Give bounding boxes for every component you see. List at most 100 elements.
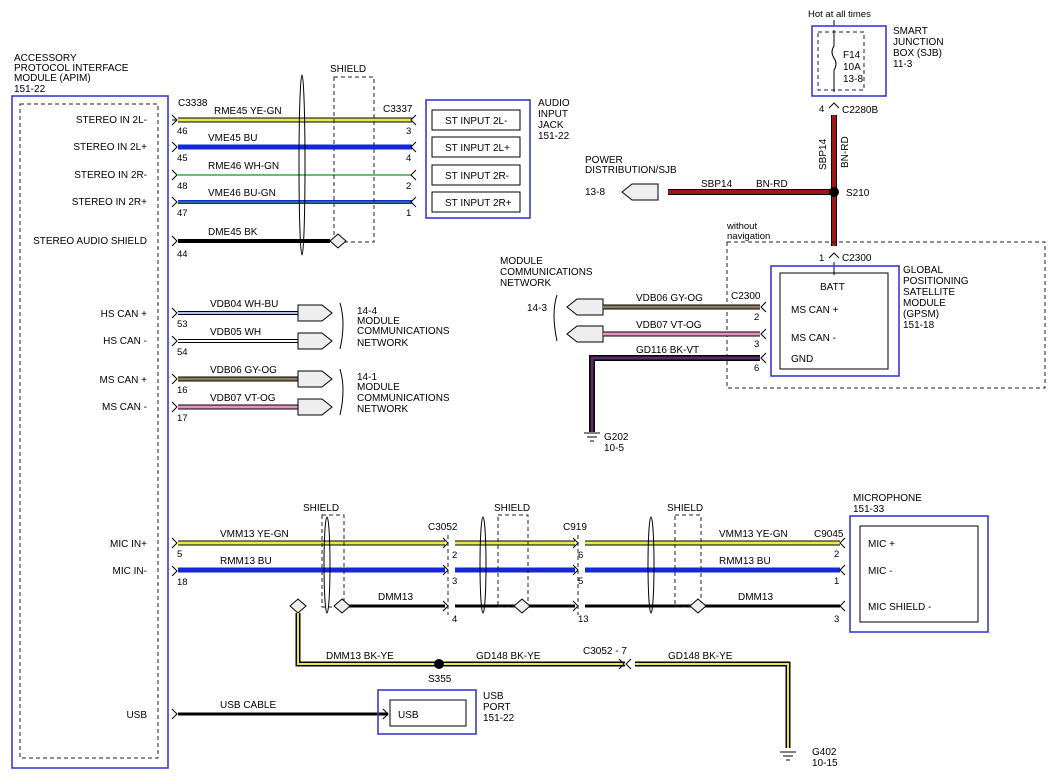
c919-pin-6: 6 [578, 550, 583, 561]
jack-st-input-2r-minus: ST INPUT 2R- [445, 171, 509, 182]
apim-title-1: ACCESSORY [14, 53, 77, 64]
network-14-4-line2: COMMUNICATIONS [357, 326, 450, 337]
pin-number-48: 48 [177, 181, 188, 192]
jack-st-input-2l-minus: ST INPUT 2L- [445, 116, 507, 127]
pin-number-53: 53 [177, 319, 188, 330]
sjb-box [811, 25, 887, 97]
plug-gps-ms-can-plus [566, 298, 604, 316]
without-navigation-1: without [726, 221, 757, 232]
apim-pin-arrows [171, 114, 178, 720]
pin-number-5: 5 [177, 549, 182, 560]
module-comm-1: MODULE [500, 256, 543, 267]
apim-inner-box [19, 103, 159, 759]
usb-port: USB CABLE USB USB PORT 151-22 [178, 689, 515, 735]
without-navigation-2: navigation [727, 231, 770, 242]
gpsm-title-4: MODULE [903, 298, 946, 309]
connector-c3052-7: C3052 - 7 [583, 646, 627, 657]
gpsm-module: without navigation 1 C2300 BATT MS CAN +… [500, 221, 1046, 454]
ground-g402-code: 10-15 [812, 758, 838, 769]
gpsm-pin-2: 2 [754, 312, 759, 323]
label-rmm13-mic: RMM13 BU [719, 556, 771, 567]
connector-c3338: C3338 [178, 98, 208, 109]
usb-title-3: 151-22 [483, 713, 515, 724]
label-vdb04: VDB04 WH-BU [210, 299, 278, 310]
shield-label-audio: SHIELD [330, 64, 366, 75]
connector-c2300: C2300 [842, 253, 872, 264]
gpsm-pin-6: 6 [754, 363, 759, 374]
pin-number-54: 54 [177, 347, 188, 358]
plug-ms-can-minus [297, 398, 333, 416]
module-comm-3: NETWORK [500, 278, 551, 289]
audio-wires: C3338 C3337 RME45 YE-GN VME45 BU RME46 W… [178, 64, 413, 256]
pin-mic-in-minus: MIC IN- [113, 566, 147, 577]
microphone-box [849, 515, 989, 633]
connector-c919: C919 [563, 522, 587, 533]
hot-at-all-times: Hot at all times [808, 9, 871, 20]
gpsm-pin-3: 3 [754, 339, 759, 350]
without-navigation-region [726, 241, 1046, 389]
label-sbp14-vertical: SBP14 [818, 138, 829, 170]
plug-hs-can-minus [297, 332, 333, 350]
mic-pin-mic-plus: MIC + [868, 539, 895, 550]
apim-title-4: 151-22 [14, 84, 46, 95]
pin-hs-can-plus: HS CAN + [101, 309, 148, 320]
c3052-pin-3: 3 [452, 576, 457, 587]
pin-number-47: 47 [177, 208, 188, 219]
jack-st-input-2l-plus: ST INPUT 2L+ [445, 143, 510, 154]
gpsm-title-5: (GPSM) [903, 309, 939, 320]
shield-termination-audio [329, 233, 347, 249]
label-dmm13-bkye: DMM13 BK-YE [326, 651, 394, 662]
c3052-pin-4: 4 [452, 614, 457, 625]
gpsm-box [770, 265, 900, 377]
label-rmm13-apim: RMM13 BU [220, 556, 272, 567]
wire-gd116 [590, 356, 760, 432]
apim-title-2: PROTOCOL INTERFACE [14, 63, 129, 74]
audio-jack-box [425, 99, 531, 219]
splice-s355-label: S355 [428, 674, 452, 685]
jack-pin-4: 4 [406, 153, 411, 164]
plug-hs-can-plus [297, 304, 333, 322]
mic-wires: VMM13 YE-GN RMM13 BU DMM13 DMM13 VMM13 Y… [178, 503, 846, 769]
ground-g202: G202 [604, 432, 629, 443]
plug-ms-can-plus [297, 370, 333, 388]
label-vdb06-apim: VDB06 GY-OG [210, 365, 277, 376]
gpsm-title-6: 151-18 [903, 320, 935, 331]
sjb-title-2: JUNCTION [893, 37, 944, 48]
gpsm-title-2: POSITIONING [903, 276, 969, 287]
can-wires-apim: VDB04 WH-BU VDB05 WH VDB06 GY-OG VDB07 V… [178, 299, 450, 416]
fuse-13-8: 13-8 [843, 74, 863, 85]
pin-stereo-in-2l-plus: STEREO IN 2L+ [73, 142, 147, 153]
splice-s210-label: S210 [846, 188, 870, 199]
audio-input-jack: ST INPUT 2L- ST INPUT 2L+ ST INPUT 2R- S… [410, 98, 570, 219]
c3052-pin-2: 2 [452, 550, 457, 561]
label-dmm13-c: DMM13 [738, 592, 773, 603]
network-14-3: 14-3 [527, 303, 547, 314]
label-rme46: RME46 WH-GN [208, 161, 279, 172]
pin-mic-in-plus: MIC IN+ [110, 539, 147, 550]
label-vdb05: VDB05 WH [210, 327, 261, 338]
pin-ms-can-minus: MS CAN - [102, 402, 147, 413]
shield-outline-mic-2 [497, 514, 529, 608]
connector-c9045: C9045 [814, 529, 844, 540]
apim-box [11, 95, 169, 769]
gpsm-title-3: SATELLITE [903, 287, 955, 298]
gpsm-pin-1: 1 [819, 253, 824, 264]
pin-usb: USB [126, 710, 147, 721]
gpsm-batt: BATT [820, 282, 845, 293]
sjb-title-3: BOX (SJB) [893, 48, 942, 59]
label-gd148-a: GD148 BK-YE [476, 651, 541, 662]
network-14-1-line2: COMMUNICATIONS [357, 393, 450, 404]
shield-label-mic-3: SHIELD [667, 503, 703, 514]
network-14-1-line3: NETWORK [357, 404, 408, 415]
label-vmm13-mic: VMM13 YE-GN [719, 529, 788, 540]
mic-title-2: 151-33 [853, 504, 885, 515]
shield-outline-mic-1 [321, 514, 345, 608]
usb-title-2: PORT [483, 702, 511, 713]
mic-title-1: MICROPHONE [853, 493, 922, 504]
gpsm-gnd: GND [791, 354, 813, 365]
connector-c3337: C3337 [383, 104, 413, 115]
jack-title-4: 151-22 [538, 131, 570, 142]
sjb-title-4: 11-3 [893, 59, 913, 70]
smart-junction-box: Hot at all times F14 10A 13-8 SMART JUNC… [585, 9, 944, 246]
label-vme46: VME46 BU-GN [208, 188, 276, 199]
